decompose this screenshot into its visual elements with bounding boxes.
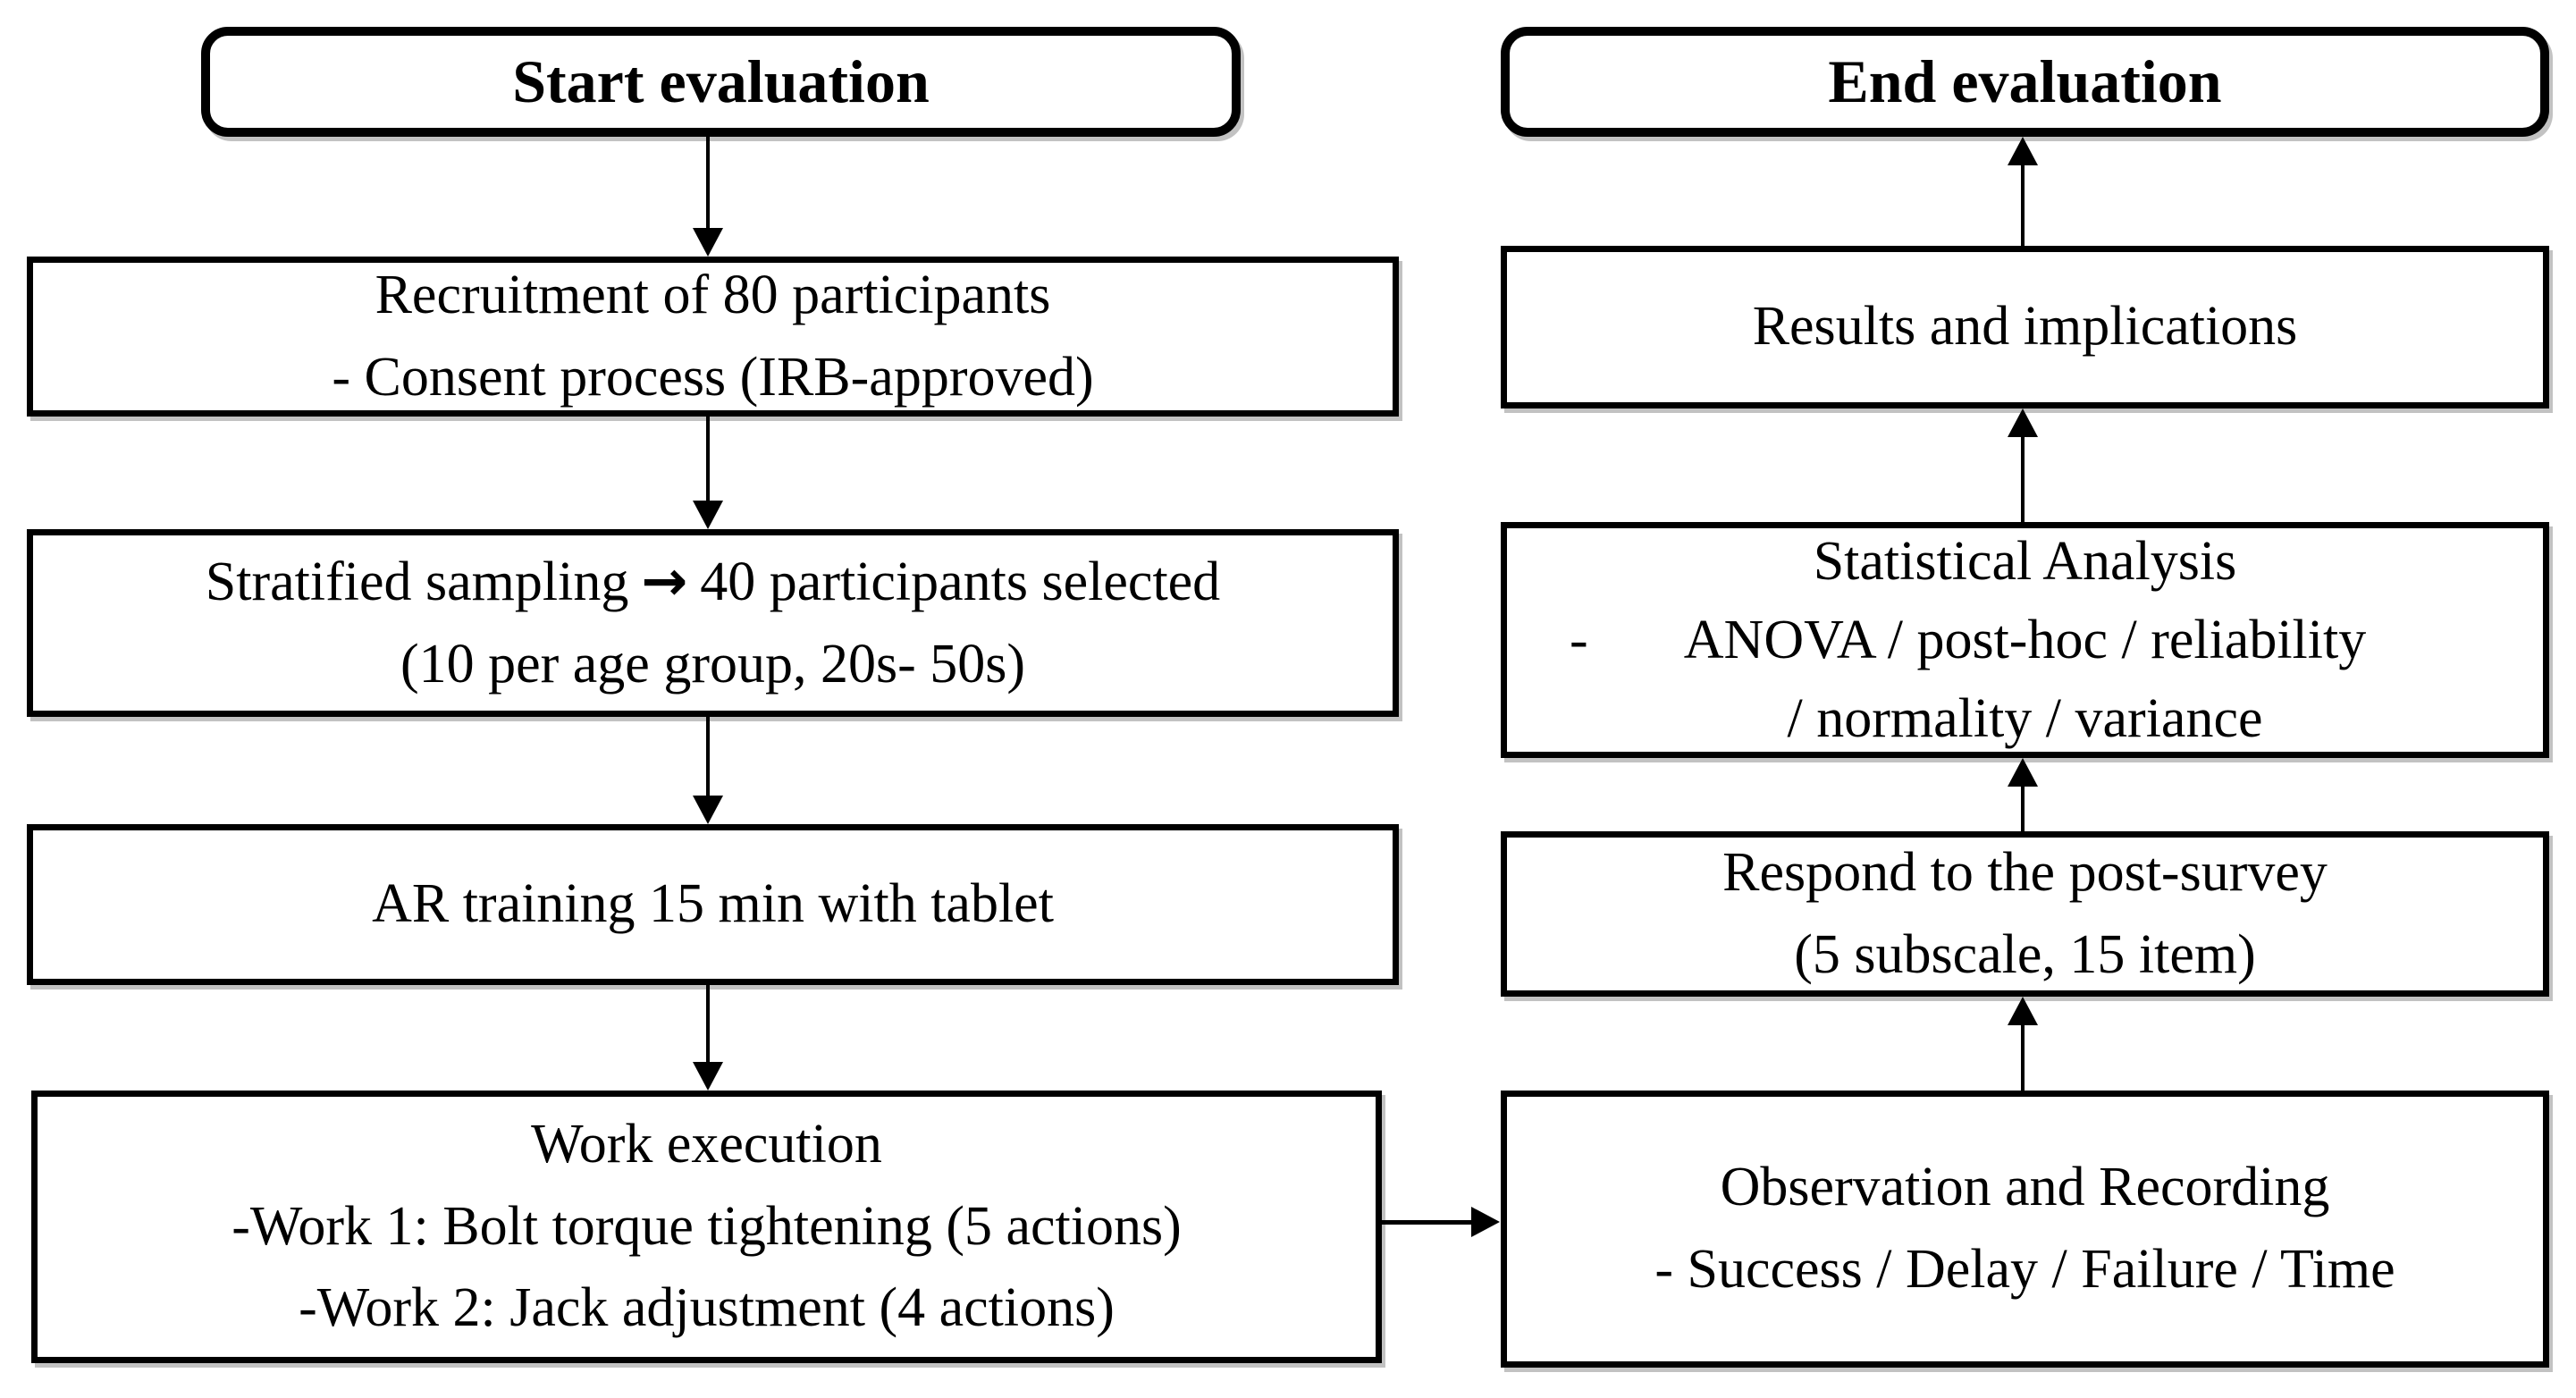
node-ar-training: AR training 15 min with tablet [27,824,1399,985]
arrow-shaft [2021,1023,2025,1091]
node-line: -Work 2: Jack adjustment (4 actions) [299,1277,1115,1339]
arrow-shaft [2021,164,2025,246]
node-line: Observation and Recording [1720,1157,2330,1218]
down-arrow-icon [693,796,723,824]
node-line: - ANOVA / post-hoc / reliability [1507,601,2543,679]
node-label: End evaluation [1828,47,2222,116]
node-line: Stratified sampling→40 participants sele… [33,540,1393,624]
arrow-shaft [706,985,710,1064]
up-arrow-icon [2008,408,2038,437]
arrow-work-execution-to-observation [1382,1204,1500,1240]
arrow-shaft [706,137,710,230]
node-line: (5 subscale, 15 item) [1794,923,2256,985]
down-arrow-icon [693,1062,723,1091]
node-line: (10 per age group, 20s- 50s) [400,634,1026,695]
node-line-text: Stratified sampling [205,552,629,613]
node-line: - Consent process (IRB-approved) [332,346,1094,408]
node-stratified-sampling: Stratified sampling→40 participants sele… [27,529,1399,717]
arrow-recruitment-to-stratified [690,417,726,529]
arrow-shaft [2021,435,2025,522]
node-statistical-analysis: Statistical Analysis - ANOVA / post-hoc … [1501,522,2549,758]
arrow-shaft [706,417,710,502]
right-arrow-icon: → [641,548,688,614]
arrow-start-to-recruitment [690,137,726,257]
arrow-shaft [1382,1220,1473,1225]
arrow-ar-training-to-work-execution [690,985,726,1091]
node-line: Statistical Analysis [1813,530,2237,592]
arrow-statistical-to-results [2005,408,2041,522]
arrow-stratified-to-ar-training [690,717,726,824]
node-line: Recruitment of 80 participants [375,264,1051,325]
node-start-evaluation: Start evaluation [201,27,1241,137]
node-line: AR training 15 min with tablet [372,873,1054,935]
list-dash: - [1570,609,1588,670]
node-line: / normality / variance [1787,688,2263,750]
up-arrow-icon [2008,997,2038,1025]
node-post-survey: Respond to the post-survey (5 subscale, … [1501,831,2549,997]
node-work-execution: Work execution -Work 1: Bolt torque tigh… [31,1091,1382,1363]
node-line: -Work 1: Bolt torque tightening (5 actio… [232,1195,1182,1257]
arrow-observation-to-post-survey [2005,997,2041,1091]
up-arrow-icon [2008,137,2038,165]
node-end-evaluation: End evaluation [1501,27,2549,137]
node-line: Work execution [531,1113,882,1175]
node-line-text: ANOVA / post-hoc / reliability [1683,609,2367,670]
arrow-shaft [706,717,710,797]
down-arrow-icon [693,501,723,529]
right-arrowhead-icon [1471,1207,1500,1237]
node-recruitment: Recruitment of 80 participants - Consent… [27,257,1399,417]
node-label: Start evaluation [512,47,930,116]
node-line: - Success / Delay / Failure / Time [1654,1239,2395,1300]
node-line: Respond to the post-survey [1722,841,2328,903]
arrow-post-survey-to-statistical [2005,758,2041,831]
arrow-results-to-end [2005,137,2041,246]
node-line: Results and implications [1752,296,2298,358]
node-results-implications: Results and implications [1501,246,2549,408]
node-observation-recording: Observation and Recording - Success / De… [1501,1091,2549,1368]
arrow-shaft [2021,785,2025,831]
down-arrow-icon [693,228,723,257]
node-line-text: 40 participants selected [700,552,1221,613]
up-arrow-icon [2008,758,2038,787]
